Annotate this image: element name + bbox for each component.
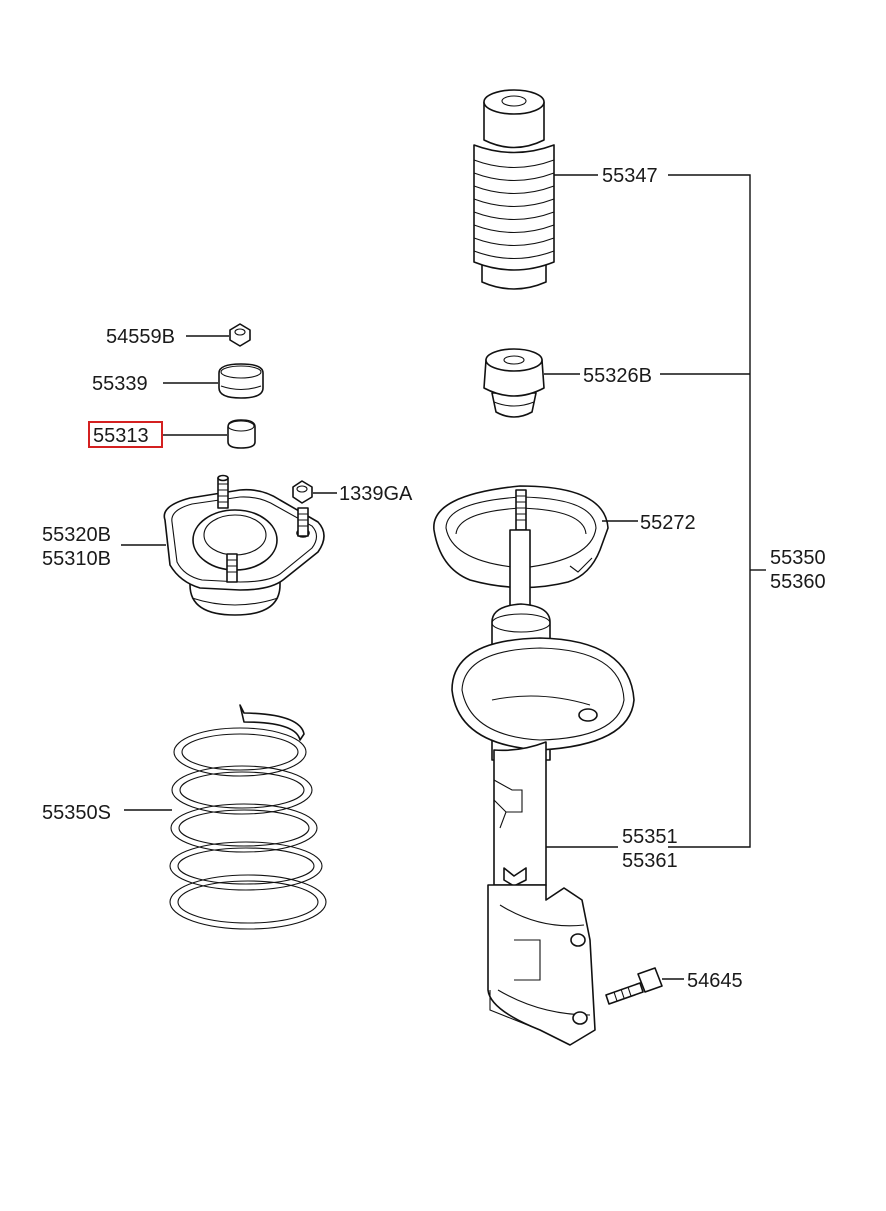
- part-55351-strut-body[interactable]: [451, 529, 635, 1046]
- label-55339[interactable]: 55339: [92, 373, 148, 395]
- label-55350[interactable]: 55350: [770, 547, 826, 569]
- part-55320B-strut-mount[interactable]: [163, 474, 325, 616]
- label-54559B[interactable]: 54559B: [106, 326, 175, 348]
- label-55313[interactable]: 55313: [93, 425, 149, 447]
- part-55347-dust-boot[interactable]: [473, 89, 555, 290]
- label-1339GA[interactable]: 1339GA: [339, 483, 413, 505]
- part-1339GA-nut[interactable]: [292, 480, 313, 504]
- part-54645-bolt[interactable]: [605, 967, 663, 1005]
- part-55326B-bump-stop[interactable]: [483, 348, 545, 418]
- label-55320B[interactable]: 55320B: [42, 524, 111, 546]
- label-55326B[interactable]: 55326B: [583, 365, 652, 387]
- assembly-bracket: [668, 174, 751, 848]
- part-55350S-coil-spring[interactable]: [169, 704, 327, 930]
- part-54559B-nut[interactable]: [229, 323, 251, 347]
- label-55360[interactable]: 55360: [770, 571, 826, 593]
- label-55272[interactable]: 55272: [640, 512, 696, 534]
- label-55350S[interactable]: 55350S: [42, 802, 111, 824]
- part-55313-bushing[interactable]: [227, 419, 256, 449]
- label-55361[interactable]: 55361: [622, 850, 678, 872]
- label-54645[interactable]: 54645: [687, 970, 743, 992]
- label-55347[interactable]: 55347: [602, 165, 658, 187]
- label-55351[interactable]: 55351: [622, 826, 678, 848]
- highlight-box-55313: [88, 421, 163, 448]
- part-55339-insulator[interactable]: [218, 363, 264, 399]
- label-55310B[interactable]: 55310B: [42, 548, 111, 570]
